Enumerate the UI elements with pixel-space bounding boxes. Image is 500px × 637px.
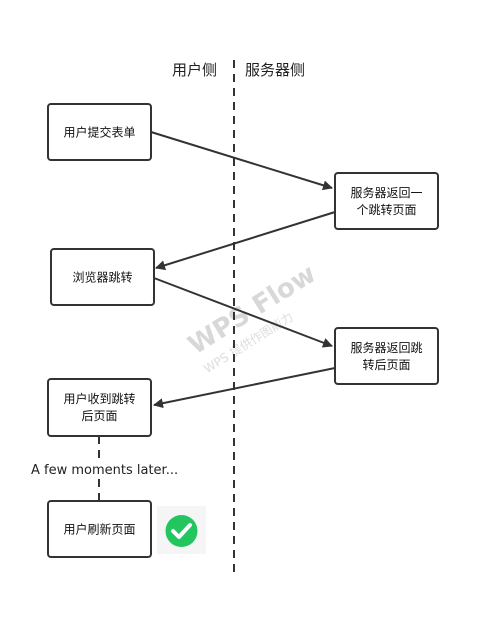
browser-to-server-arrow	[153, 277, 333, 348]
node-server-return-redirected-page: 服务器返回跳 转后页面	[334, 327, 439, 385]
time-gap-note: A few moments later...	[31, 463, 178, 478]
node-submit-form: 用户提交表单	[47, 103, 152, 161]
node-user-receive-redirected-page: 用户收到跳转 后页面	[47, 378, 152, 437]
node-user-refresh-page: 用户刷新页面	[47, 500, 152, 558]
server-to-browser-arrow	[155, 211, 336, 271]
node-user-receive-redirected-page-line1: 用户收到跳转	[63, 391, 135, 406]
check-circle-icon	[157, 506, 206, 554]
node-server-return-redirected-page-line1: 服务器返回跳	[350, 340, 422, 355]
submit-to-server-arrow	[150, 131, 333, 191]
server-side-header: 服务器侧	[245, 61, 305, 79]
server-to-user-arrow	[153, 367, 336, 409]
node-server-return-redirect-page-line2: 个跳转页面	[356, 202, 416, 217]
node-user-refresh-page-label: 用户刷新页面	[63, 522, 135, 537]
node-browser-redirect-label: 浏览器跳转	[72, 270, 132, 285]
node-submit-form-label: 用户提交表单	[63, 125, 135, 140]
node-user-receive-redirected-page-line2: 后页面	[81, 409, 117, 423]
node-browser-redirect: 浏览器跳转	[50, 248, 155, 306]
node-server-return-redirect-page-line1: 服务器返回一	[350, 185, 422, 200]
node-server-return-redirect-page: 服务器返回一 个跳转页面	[334, 172, 439, 230]
node-server-return-redirected-page-line2: 转后页面	[362, 357, 410, 372]
user-side-header: 用户侧	[172, 61, 217, 79]
